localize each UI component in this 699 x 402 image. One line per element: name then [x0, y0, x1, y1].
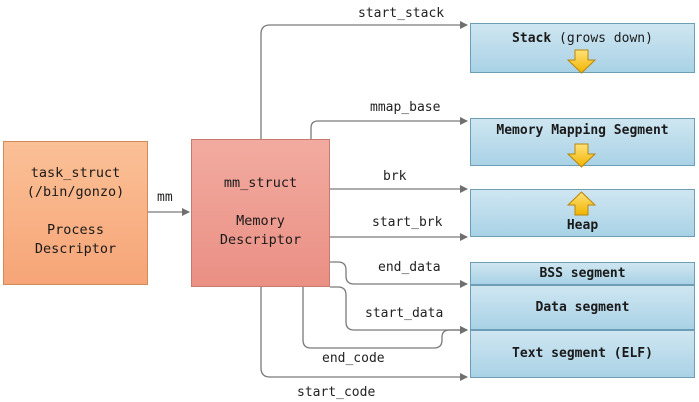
label-start-stack: start_stack: [358, 6, 445, 21]
data-segment-title: Data segment: [535, 300, 630, 315]
memory-mapping-segment-title: Memory Mapping Segment: [496, 123, 669, 138]
mm-struct-label-2: Descriptor: [219, 232, 302, 248]
start-code-arrow: [260, 287, 468, 381]
bss-segment-title: BSS segment: [539, 266, 626, 281]
mmap-base-arrow: [310, 117, 468, 139]
start-stack-arrow: [260, 21, 468, 139]
text-segment-title: Text segment (ELF): [512, 346, 653, 361]
mm-struct-label-1: Memory: [236, 213, 285, 229]
task-struct-title: task_struct: [30, 165, 121, 181]
data-segment: Data segment: [470, 285, 695, 330]
text-segment: Text segment (ELF): [470, 330, 695, 378]
label-mmap-base: mmap_base: [370, 100, 441, 115]
stack-segment-note: (grows down): [551, 31, 653, 46]
mm-struct-title: mm_struct: [223, 175, 298, 191]
task-struct-label-1: Process: [47, 222, 104, 238]
start-data-arrow: [330, 286, 468, 334]
label-start-code: start_code: [297, 385, 376, 400]
memory-mapping-segment: Memory Mapping Segment: [470, 118, 695, 166]
end-data-arrow: [330, 261, 468, 288]
mm-struct-box: mm_struct Memory Descriptor: [191, 139, 330, 287]
label-brk: brk: [383, 169, 407, 184]
heap-segment-title: Heap: [566, 218, 599, 233]
task-struct-box: task_struct (/bin/gonzo) Process Descrip…: [3, 141, 148, 285]
end-code-arrow: [302, 287, 468, 349]
task-struct-label-2: Descriptor: [34, 241, 117, 257]
task-struct-path: (/bin/gonzo): [26, 184, 125, 200]
down-arrow-icon: [567, 49, 597, 74]
label-mm: mm: [157, 190, 173, 205]
label-end-data: end_data: [378, 260, 441, 275]
label-end-code: end_code: [322, 351, 385, 366]
down-arrow-icon: [567, 143, 597, 168]
label-start-brk: start_brk: [372, 215, 443, 230]
stack-segment-title: Stack: [512, 31, 552, 46]
label-start-data: start_data: [365, 306, 444, 321]
up-arrow-icon: [567, 191, 597, 216]
bss-segment: BSS segment: [470, 262, 695, 285]
